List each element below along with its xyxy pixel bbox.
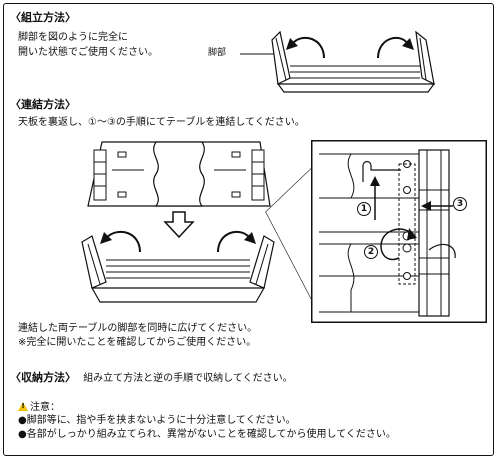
warning-triangle-icon (18, 402, 28, 411)
assembly-table-illustration (240, 30, 436, 93)
leg-label: 脚部 (208, 48, 227, 58)
caution-item-2: ●各部がしっかり組み立てられ、異常がないことを確認してから使用してください。 (18, 429, 396, 440)
connection-after-line1: 連結した両テーブルの脚部を同時に広げてください。 (18, 323, 258, 334)
caution-item-1: ●脚部等に、指や手を挟まないように十分注意してください。 (18, 415, 296, 426)
instruction-frame (3, 3, 494, 456)
storage-row: 〈収納方法〉 組み立て方法と逆の手順で収納してください。 (10, 372, 293, 384)
storage-text: 組み立て方法と逆の手順で収納してください。 (83, 373, 293, 384)
connection-detail-box (311, 140, 487, 323)
down-arrow-icon (163, 211, 195, 239)
assembly-text-line1: 脚部を図のように完全に (18, 32, 128, 43)
table-top-underside-illustration (87, 141, 271, 207)
step-3-badge: 3 (453, 197, 467, 211)
caution-heading: 注意： (30, 402, 60, 413)
callout-connector (265, 167, 313, 301)
connection-intro: 天板を裏返し、①～③の手順にてテーブルを連結してください。 (18, 117, 305, 128)
assembly-heading: 〈組立方法〉 (10, 11, 76, 24)
step-1-badge: 1 (357, 202, 371, 216)
connected-tables-illustration (81, 230, 275, 303)
connection-after-line2: ※完全に開いたことを確認してからご使用ください。 (18, 337, 257, 348)
caution-heading-row: 注意： (18, 402, 60, 413)
connection-heading: 〈連結方法〉 (10, 98, 76, 111)
assembly-text-line2: 開いた状態でご使用ください。 (18, 47, 158, 58)
step-2-badge: 2 (364, 245, 378, 259)
storage-heading: 〈収納方法〉 (10, 371, 76, 384)
